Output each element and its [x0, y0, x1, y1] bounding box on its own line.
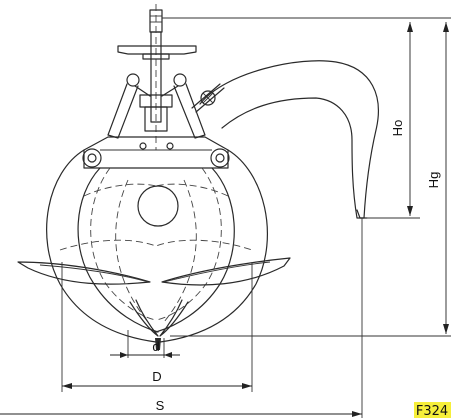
dimension-label-s: S: [156, 398, 165, 413]
center-hub: [137, 185, 179, 227]
dimension-label-d-large: D: [152, 369, 161, 384]
construction-lines: [61, 17, 451, 418]
linkage-arms: [107, 73, 206, 139]
top-rod: [149, 4, 163, 150]
tine-swing-arcs: [59, 167, 253, 323]
dimension-label-d-small: d: [152, 339, 159, 354]
figure-code-badge: F324: [414, 402, 451, 418]
dimension-d-large: D: [62, 369, 252, 389]
rotator-head: [117, 45, 197, 60]
tine-tips: [129, 299, 189, 350]
dimension-label-ho: Ho: [390, 120, 405, 137]
grapple-tines-outer: [46, 149, 268, 343]
figure-code: F324: [416, 404, 448, 418]
dimension-s: S: [0, 398, 362, 417]
dimension-label-hg: Hg: [426, 172, 441, 189]
open-arm-profile: [199, 60, 379, 219]
dimension-d-small: d: [110, 339, 180, 358]
dimension-ho: Ho: [390, 22, 413, 216]
dimension-hg: Hg: [426, 22, 449, 334]
hydraulic-cylinder: [191, 83, 225, 113]
open-tines-spread: [17, 257, 291, 286]
